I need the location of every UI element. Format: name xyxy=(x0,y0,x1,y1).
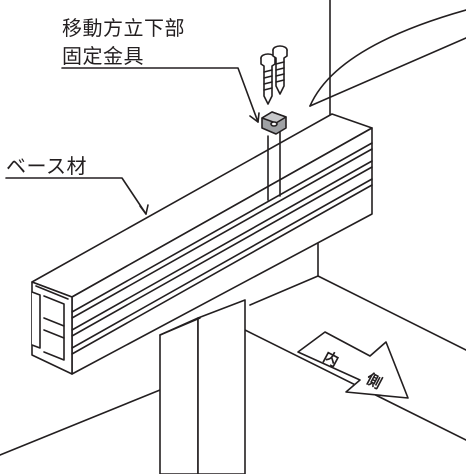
detail-curve-lower xyxy=(309,37,466,107)
bracket xyxy=(261,111,287,201)
base-beam xyxy=(31,113,373,375)
bracket-label-line2: 固定金具 xyxy=(62,44,144,68)
screw-left xyxy=(260,53,276,105)
interior-direction-arrow xyxy=(297,331,409,399)
arrow-char-2: 側 xyxy=(362,369,385,392)
bracket-leader-tip xyxy=(249,112,260,123)
base-leader-tip xyxy=(139,204,149,215)
base-leader xyxy=(5,177,147,215)
arrow-char-1: 内 xyxy=(320,348,342,371)
bracket-label-line1: 移動方立下部 xyxy=(62,16,185,40)
base-label: ベース材 xyxy=(6,154,87,178)
post xyxy=(159,299,246,474)
detail-curve xyxy=(309,9,466,107)
screw-right xyxy=(272,45,288,95)
bracket-leader xyxy=(61,67,259,123)
